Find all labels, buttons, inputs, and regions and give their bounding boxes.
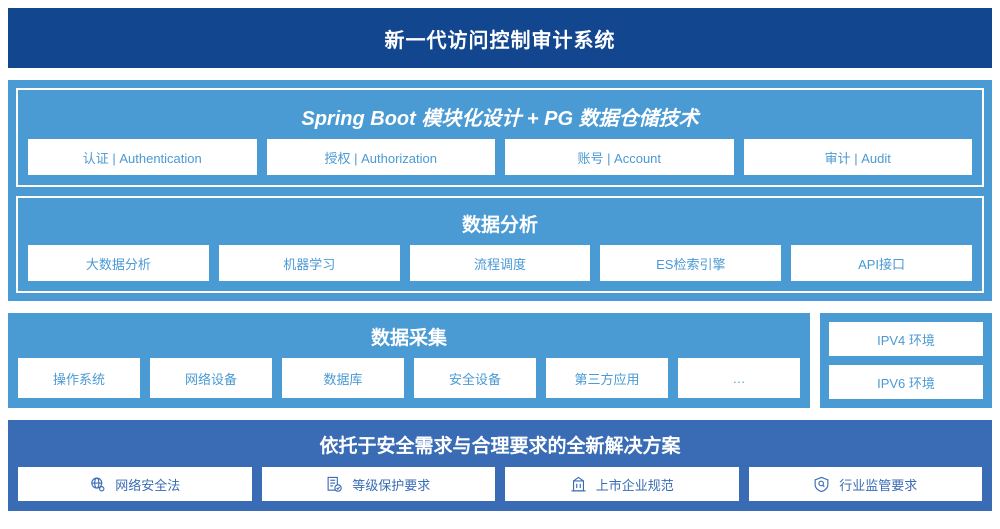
page-title: 新一代访问控制审计系统 xyxy=(384,29,616,52)
spring-boot-box: Spring Boot 模块化设计 + PG 数据仓储技术 认证 | Authe… xyxy=(16,88,984,187)
environment-panel: IPV4 环境 IPV6 环境 xyxy=(820,313,992,408)
data-analysis-card-row: 大数据分析 机器学习 流程调度 ES检索引擎 API接口 xyxy=(28,245,972,281)
card-security-device[interactable]: 安全设备 xyxy=(414,358,536,398)
globe-icon xyxy=(89,476,106,493)
spacer xyxy=(8,301,992,313)
card-cybersecurity-law[interactable]: 网络安全法 xyxy=(18,467,252,501)
card-authorization[interactable]: 授权 | Authorization xyxy=(266,139,495,175)
card-ipv4-environment[interactable]: IPV4 环境 xyxy=(829,322,983,356)
card-database[interactable]: 数据库 xyxy=(282,358,404,398)
card-industry-regulation[interactable]: 行业监管要求 xyxy=(748,467,982,501)
card-listed-company-standard[interactable]: 上市企业规范 xyxy=(505,467,739,501)
spring-boot-card-row: 认证 | Authentication 授权 | Authorization 账… xyxy=(28,139,972,175)
spring-boot-title: Spring Boot 模块化设计 + PG 数据仓储技术 xyxy=(301,108,699,130)
card-more[interactable]: … xyxy=(678,358,800,398)
card-label: 网络安全法 xyxy=(115,477,181,493)
solution-card-row: 网络安全法 等级保护要求 xyxy=(18,467,982,501)
page-title-bar: 新一代访问控制审计系统 xyxy=(8,8,992,68)
data-collection-layer: 数据采集 操作系统 网络设备 数据库 安全设备 第三方应用 … xyxy=(8,313,810,408)
solution-title: 依托于安全需求与合理要求的全新解决方案 xyxy=(319,436,681,457)
card-network-device[interactable]: 网络设备 xyxy=(150,358,272,398)
card-ipv6-environment[interactable]: IPV6 环境 xyxy=(829,365,983,399)
card-label: 上市企业规范 xyxy=(595,477,674,493)
data-collection-title: 数据采集 xyxy=(370,328,447,349)
card-third-party-app[interactable]: 第三方应用 xyxy=(546,358,668,398)
card-label: 行业监管要求 xyxy=(839,477,918,493)
data-collection-card-row: 操作系统 网络设备 数据库 安全设备 第三方应用 … xyxy=(18,358,800,398)
document-check-icon xyxy=(326,476,343,493)
spacer xyxy=(8,68,992,80)
card-process-scheduling[interactable]: 流程调度 xyxy=(409,245,591,281)
solution-layer: 依托于安全需求与合理要求的全新解决方案 网络安全法 xyxy=(8,420,992,511)
card-api-interface[interactable]: API接口 xyxy=(791,245,972,281)
card-label: 等级保护要求 xyxy=(352,477,431,493)
building-icon xyxy=(570,476,587,493)
data-analysis-title: 数据分析 xyxy=(461,215,538,236)
shield-search-icon xyxy=(813,476,830,493)
data-analysis-box: 数据分析 大数据分析 机器学习 流程调度 ES检索引擎 API接口 xyxy=(16,196,984,293)
card-big-data-analysis[interactable]: 大数据分析 xyxy=(28,245,209,281)
card-es-search-engine[interactable]: ES检索引擎 xyxy=(600,245,782,281)
platform-layer: Spring Boot 模块化设计 + PG 数据仓储技术 认证 | Authe… xyxy=(8,80,992,301)
card-machine-learning[interactable]: 机器学习 xyxy=(218,245,400,281)
card-account[interactable]: 账号 | Account xyxy=(505,139,734,175)
spacer xyxy=(8,408,992,420)
card-authentication[interactable]: 认证 | Authentication xyxy=(28,139,257,175)
collection-row: 数据采集 操作系统 网络设备 数据库 安全设备 第三方应用 … IPV4 环境 … xyxy=(8,313,992,408)
card-classified-protection[interactable]: 等级保护要求 xyxy=(261,467,495,501)
card-audit[interactable]: 审计 | Audit xyxy=(743,139,972,175)
card-operating-system[interactable]: 操作系统 xyxy=(18,358,140,398)
